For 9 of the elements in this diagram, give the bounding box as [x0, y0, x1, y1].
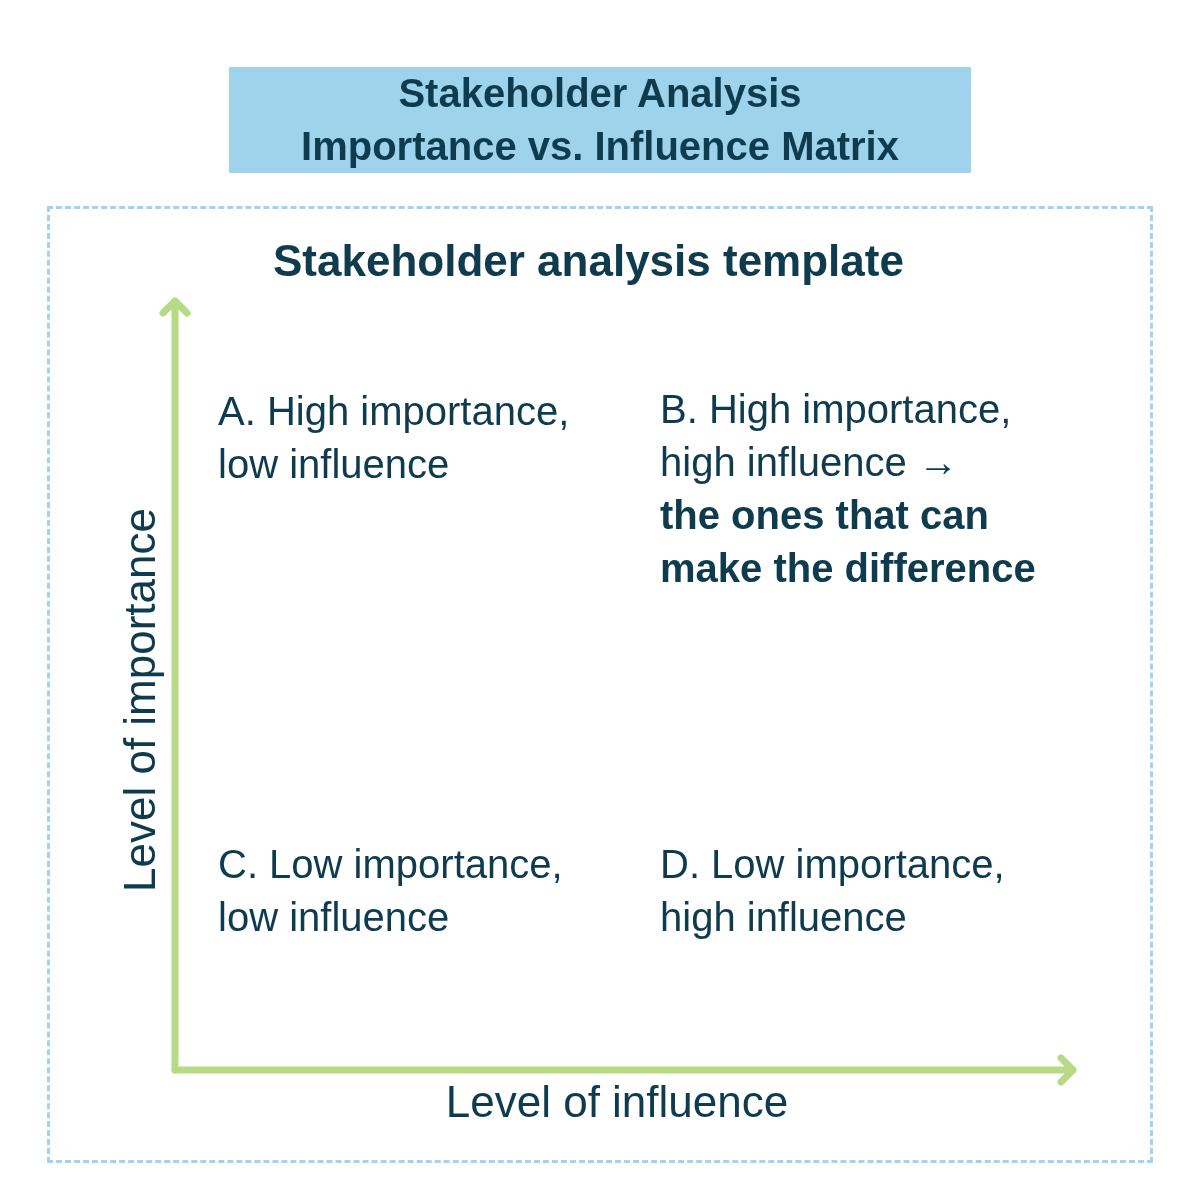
axis-label: Level of influence [445, 1080, 789, 1124]
quadrant-label: B. High importance, high influence → the ones that can make the difference [660, 386, 1037, 592]
title-banner: Stakeholder Analysis Importance vs. Influence Matrix [229, 67, 971, 173]
frame-heading: Stakeholder analysis template [273, 237, 904, 285]
quadrant-label: D. Low importance, high influence [660, 841, 1006, 941]
axis-label: Level of importance [118, 508, 162, 892]
quadrant-label: C. Low importance, low influence [218, 841, 564, 941]
quadrant-label: A. High importance, low influence [218, 388, 571, 488]
dashed-frame [47, 206, 1153, 1163]
